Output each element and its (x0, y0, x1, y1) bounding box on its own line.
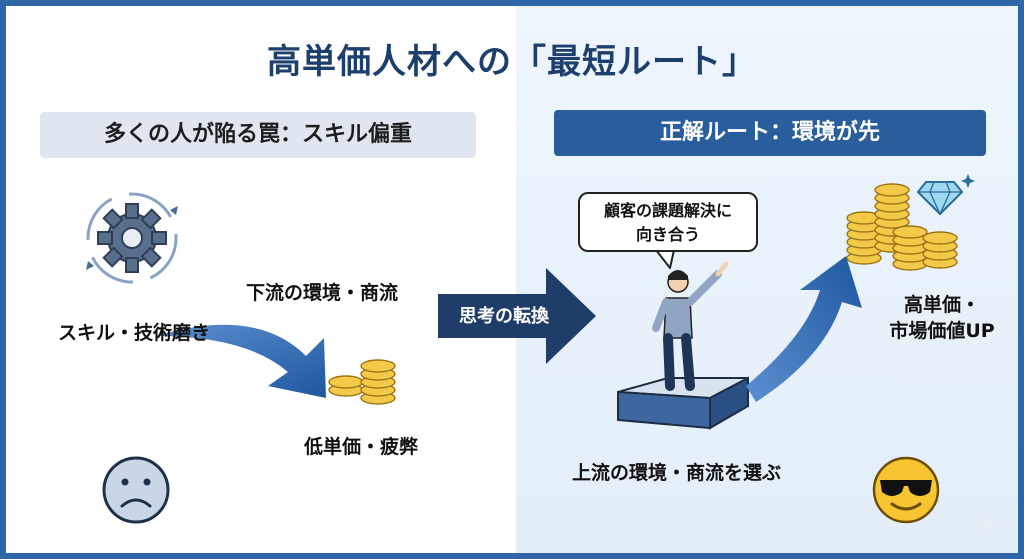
main-title: 高単価人材への「最短ルート」 (267, 42, 757, 82)
right-background (516, 6, 1018, 553)
low-coins-icon (328, 359, 396, 405)
downstream-arrow (156, 324, 326, 398)
upstream-label: 上流の環境・商流を選ぶ (572, 462, 782, 484)
left-background (6, 6, 516, 553)
person-pointing-icon (652, 261, 729, 391)
high-result-line-1: 高単価・ (903, 294, 980, 316)
upstream-arrow (746, 256, 862, 402)
high-result-label: 高単価・ 市場価値UP (872, 292, 1012, 344)
skill-label: スキル・技術磨き (58, 322, 211, 344)
left-header: 多くの人が陥る罠：スキル偏重 (40, 112, 476, 158)
pedestal (617, 376, 749, 430)
gear-icon (86, 192, 178, 284)
transition-label: 思考の転換 (459, 306, 549, 327)
low-result-label: 低単価・疲弊 (304, 436, 419, 458)
high-result-line-2: 市場価値UP (889, 320, 995, 342)
speech-line-1: 顧客の課題解決に (603, 201, 732, 220)
downstream-label: 下流の環境・商流 (246, 282, 399, 304)
sparkle-icon (978, 512, 998, 536)
speech-bubble: 顧客の課題解決に 向き合う (578, 192, 758, 252)
illustration-layer (86, 174, 998, 536)
cool-face-icon (872, 456, 940, 524)
speech-line-2: 向き合う (635, 225, 700, 244)
right-header: 正解ルート：環境が先 (554, 110, 986, 156)
diamond-icon (917, 174, 975, 216)
sad-face-icon (102, 456, 170, 524)
transition-arrow (438, 268, 596, 364)
